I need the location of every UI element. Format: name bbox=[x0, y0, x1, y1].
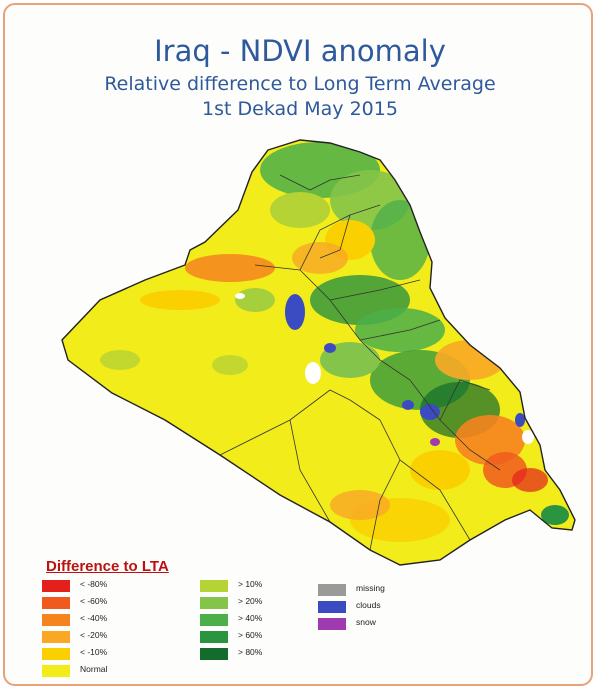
legend-label: < -20% bbox=[80, 630, 108, 640]
legend-label: < -80% bbox=[80, 579, 108, 589]
legend-label: clouds bbox=[356, 600, 381, 610]
legend-label: < -60% bbox=[80, 596, 108, 606]
map-title: Iraq - NDVI anomaly bbox=[154, 34, 446, 68]
legend-swatch bbox=[200, 648, 228, 660]
legend-label: > 20% bbox=[238, 596, 263, 606]
legend-swatch bbox=[42, 614, 70, 626]
legend-label: Normal bbox=[80, 664, 108, 674]
legend-label: > 80% bbox=[238, 647, 263, 657]
legend-swatch bbox=[42, 597, 70, 609]
legend-swatch bbox=[318, 584, 346, 596]
map-period: 1st Dekad May 2015 bbox=[202, 98, 398, 120]
legend-swatch bbox=[200, 614, 228, 626]
legend-label: > 10% bbox=[238, 579, 263, 589]
legend-swatch bbox=[42, 648, 70, 660]
map-subtitle: Relative difference to Long Term Average bbox=[104, 73, 496, 95]
legend-label: < -10% bbox=[80, 647, 108, 657]
legend-label: > 40% bbox=[238, 613, 263, 623]
legend-swatch bbox=[200, 580, 228, 592]
legend-label: missing bbox=[356, 583, 385, 593]
anomaly-patches bbox=[100, 142, 569, 542]
map-legend: Difference to LTA < -80% < -60% < -40% < -2… bbox=[40, 556, 560, 686]
legend-swatch bbox=[200, 631, 228, 643]
legend-swatch bbox=[318, 618, 346, 630]
legend-swatch bbox=[42, 665, 70, 677]
legend-swatch bbox=[42, 580, 70, 592]
legend-swatch bbox=[42, 631, 70, 643]
legend-label: snow bbox=[356, 617, 376, 627]
legend-label: > 60% bbox=[238, 630, 263, 640]
legend-swatch bbox=[318, 601, 346, 613]
legend-label: < -40% bbox=[80, 613, 108, 623]
legend-swatch bbox=[200, 597, 228, 609]
legend-title: Difference to LTA bbox=[46, 558, 169, 575]
province-boundaries bbox=[219, 174, 501, 551]
